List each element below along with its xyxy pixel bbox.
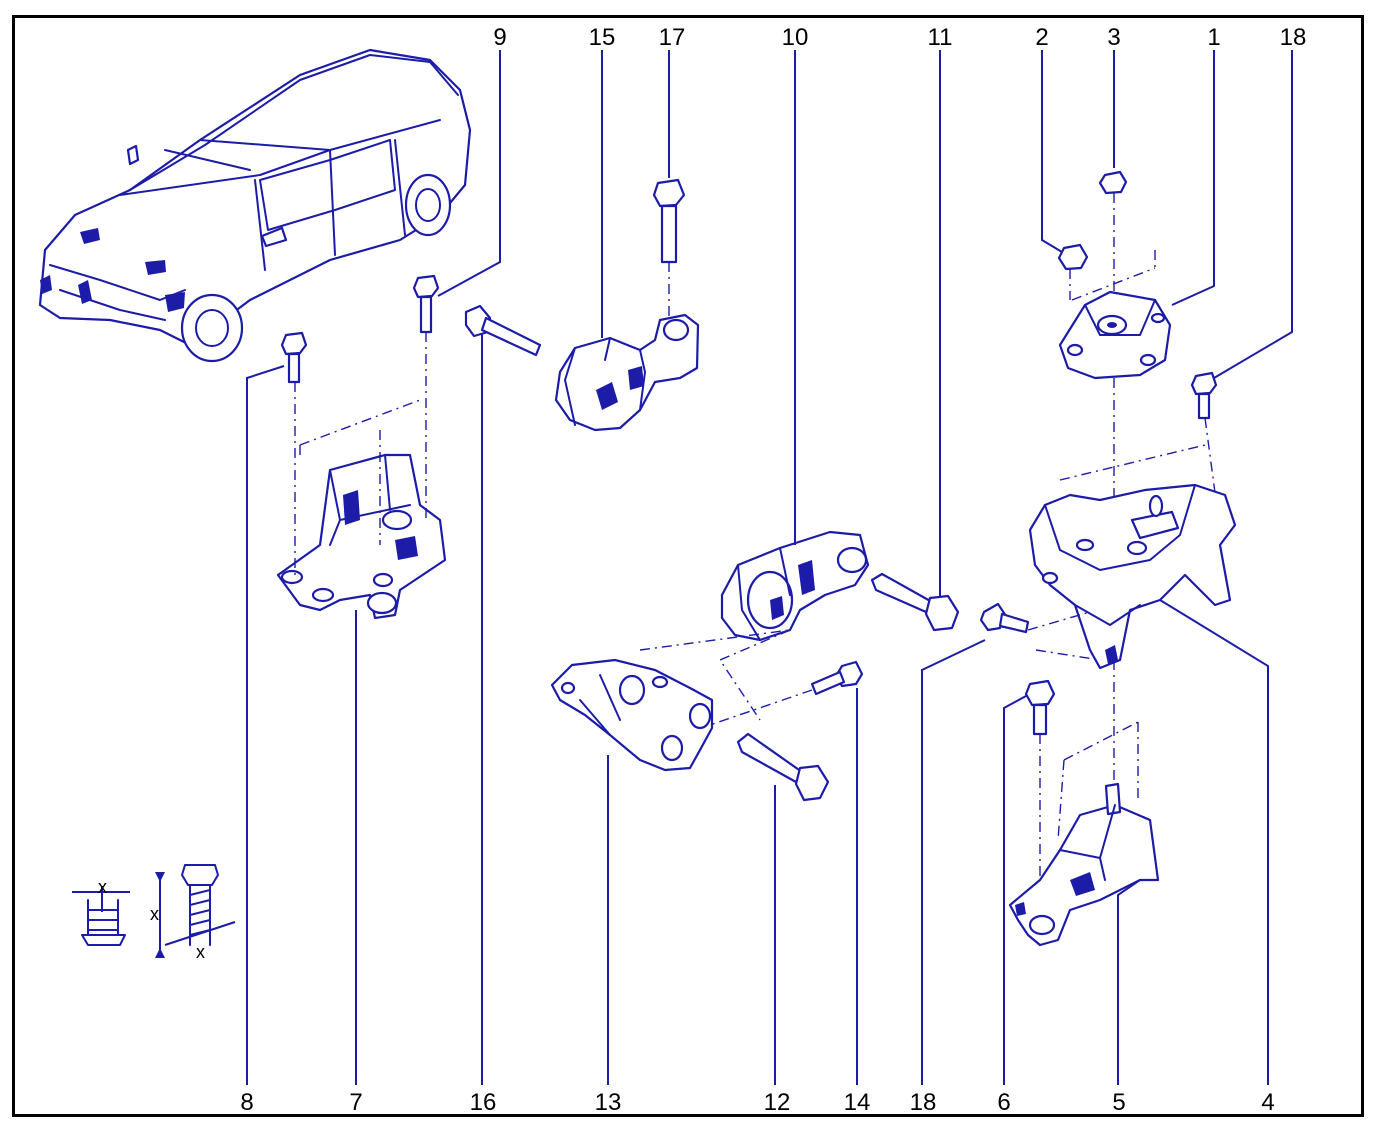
part-7-gearbox-mount <box>276 453 447 620</box>
part-3-nut <box>1098 170 1128 195</box>
label-12: 12 <box>764 1089 791 1116</box>
label-4: 4 <box>1261 1089 1274 1116</box>
part-5-gearbox-bracket <box>1008 782 1160 947</box>
part-15-upper-torque-rod <box>554 313 700 432</box>
part-18-bolt-upper <box>1190 371 1218 420</box>
label-18-bottom: 18 <box>910 1089 937 1116</box>
part-13-subframe-bracket <box>550 658 714 772</box>
part-2-nut <box>1057 243 1089 271</box>
label-15: 15 <box>589 24 616 51</box>
label-1: 1 <box>1207 24 1220 51</box>
label-6: 6 <box>997 1089 1010 1116</box>
symbol-x-length: x <box>150 904 159 924</box>
label-18-top: 18 <box>1280 24 1307 51</box>
part-8-bolt <box>280 331 308 384</box>
callout-numbers: 9 15 17 10 11 2 3 1 18 8 7 16 13 12 14 1… <box>240 24 1306 1116</box>
leader-lines <box>246 50 1293 1085</box>
label-14: 14 <box>844 1089 871 1116</box>
part-1-engine-mount <box>1058 290 1172 380</box>
car-illustration <box>38 48 472 363</box>
part-16-bolt <box>464 304 542 357</box>
diagram-frame <box>12 15 1364 1117</box>
part-9-bolt <box>412 274 440 334</box>
part-12-bolt <box>736 732 830 802</box>
symbol-x-nut: x <box>98 877 107 897</box>
label-7: 7 <box>349 1089 362 1116</box>
label-10: 10 <box>782 24 809 51</box>
label-9: 9 <box>493 24 506 51</box>
part-14-bolt <box>810 660 864 696</box>
label-8: 8 <box>240 1089 253 1116</box>
part-10-lower-torque-rod <box>720 530 870 642</box>
symbol-x-diameter: x <box>196 942 205 962</box>
label-11: 11 <box>928 24 953 51</box>
label-5: 5 <box>1112 1089 1125 1116</box>
part-17-bolt <box>652 178 686 264</box>
label-2: 2 <box>1035 24 1048 51</box>
fastener-symbols: x x x <box>72 864 236 962</box>
part-6-bolt <box>1024 679 1056 736</box>
label-17: 17 <box>659 24 686 51</box>
label-16: 16 <box>470 1089 497 1116</box>
part-11-bolt <box>870 572 960 632</box>
part-4-engine-bracket <box>1028 483 1237 670</box>
label-3: 3 <box>1107 24 1120 51</box>
part-18-bolt-lower <box>979 602 1030 634</box>
label-13: 13 <box>595 1089 622 1116</box>
